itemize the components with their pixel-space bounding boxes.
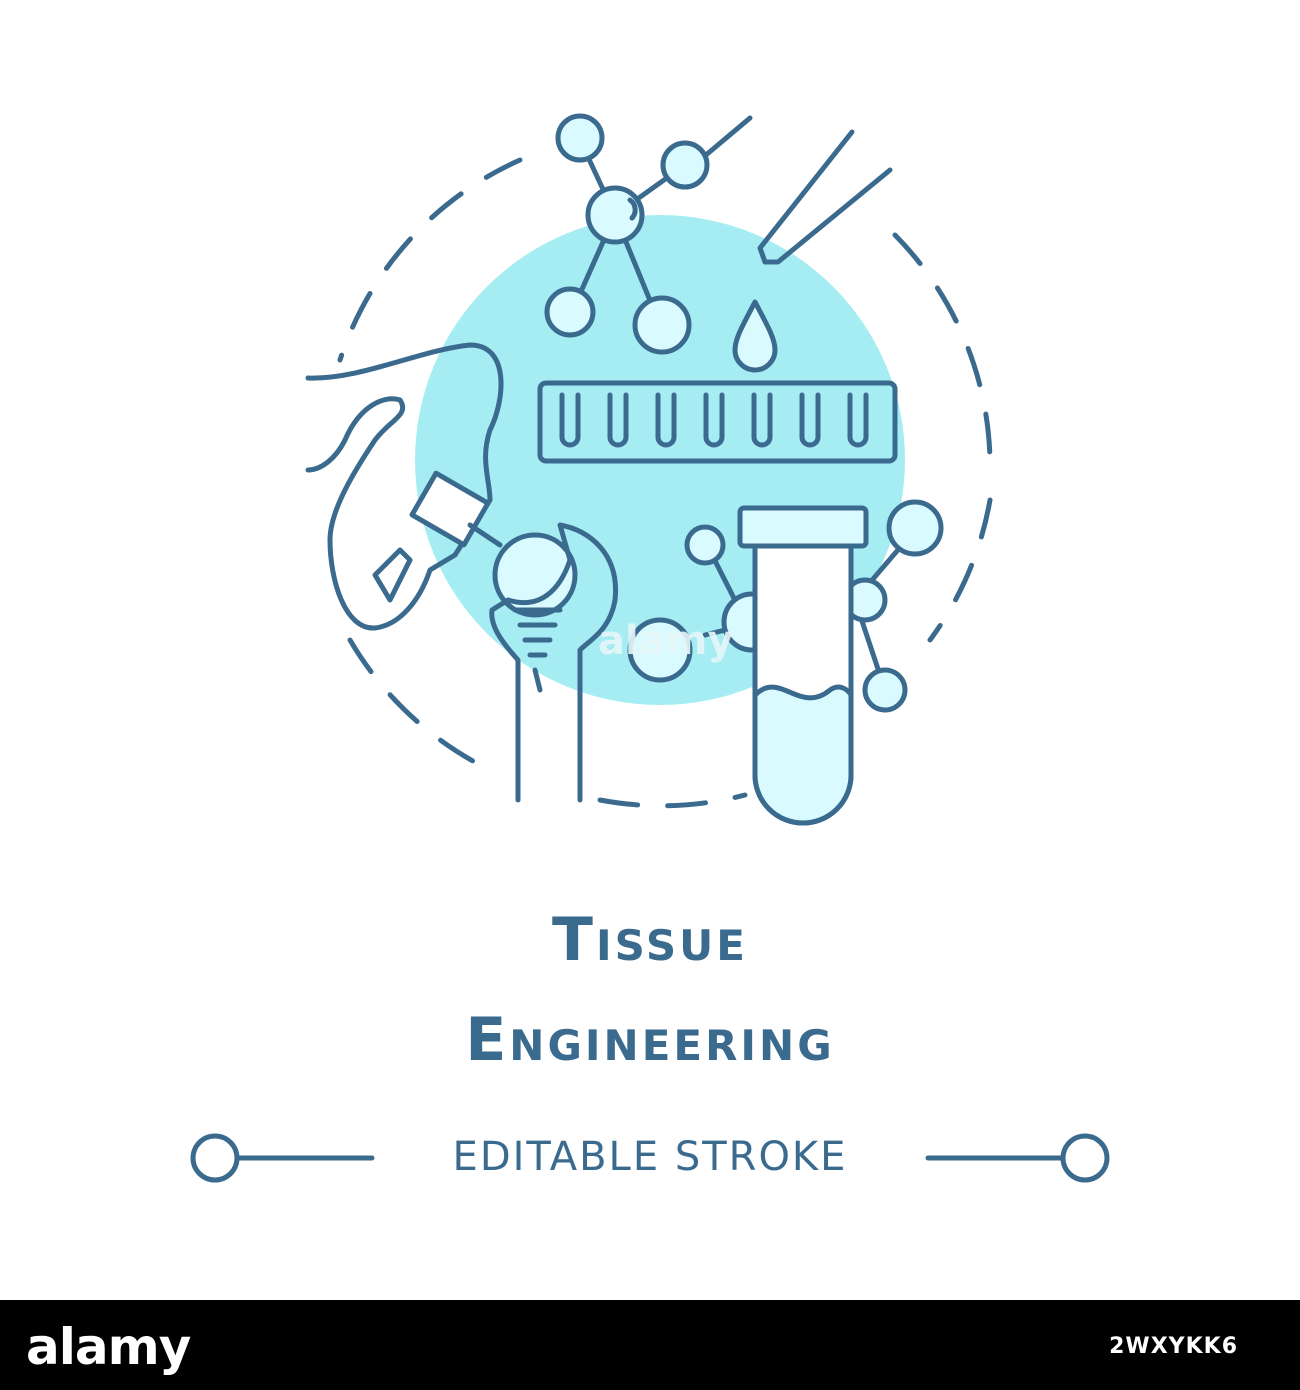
wrench-icon <box>489 522 619 803</box>
footer-logo: alamy <box>26 1318 191 1376</box>
title-line-1: Tissue <box>552 905 748 975</box>
caption-row: EDITABLE STROKE <box>0 1130 1300 1190</box>
hand-icon <box>305 342 504 631</box>
bone-implant-icon <box>409 470 578 693</box>
molecule-icon <box>544 113 753 355</box>
footer-bar: alamy 2WXYKK6 <box>0 1300 1300 1390</box>
image-id: 2WXYKK6 <box>1109 1334 1238 1359</box>
dashed-ring <box>337 157 993 809</box>
molecule-icon <box>627 499 944 713</box>
watermark: alamy <box>598 618 734 664</box>
title-line-2: Engineering <box>465 1005 835 1075</box>
illustration <box>190 113 1110 1183</box>
caption-text: EDITABLE STROKE <box>452 1134 848 1180</box>
scaffold-comb-icon <box>537 380 898 464</box>
droplet-icon <box>732 299 778 373</box>
caption-divider <box>190 1133 1110 1183</box>
dropper-icon <box>757 129 893 265</box>
test-tube-icon <box>737 505 869 826</box>
